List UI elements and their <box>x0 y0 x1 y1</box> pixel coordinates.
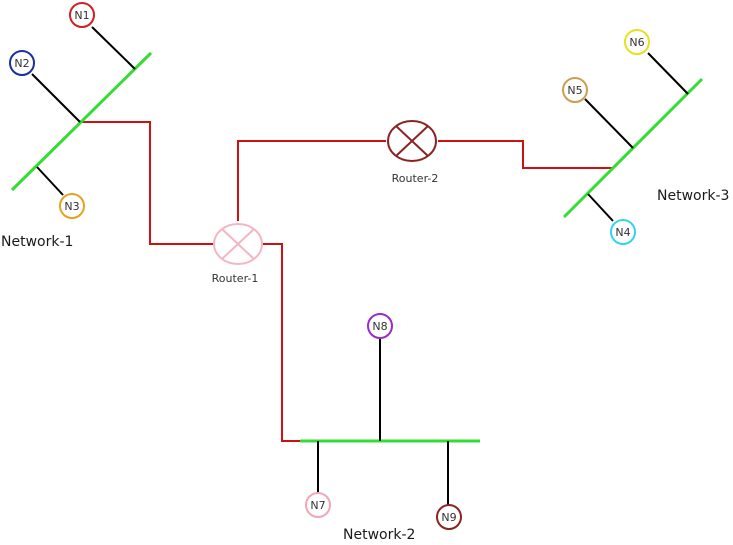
node-n5: N5 <box>562 77 588 103</box>
node-n3: N3 <box>59 193 85 219</box>
node-n7: N7 <box>305 492 331 518</box>
node-n8: N8 <box>367 313 393 339</box>
router-2: Router-2 <box>387 120 439 185</box>
node-n7-label: N7 <box>310 499 325 512</box>
router-2-icon <box>387 120 437 162</box>
node-n4-label: N4 <box>615 226 630 239</box>
node-n3-label: N3 <box>64 200 79 213</box>
node-n5-label: N5 <box>567 84 582 97</box>
link-network1-router1 <box>80 121 214 245</box>
node-n9-label: N9 <box>441 511 456 524</box>
node-n4: N4 <box>610 219 636 245</box>
stub-n6 <box>647 52 689 95</box>
network1-bus <box>10 51 153 192</box>
network-3-label: Network-3 <box>657 188 729 204</box>
network-1-label: Network-1 <box>1 234 73 250</box>
stubs <box>31 26 689 505</box>
router-1-icon <box>213 223 263 265</box>
stub-n5 <box>584 98 634 149</box>
links <box>80 121 612 442</box>
stub-n1 <box>91 26 136 70</box>
router-1-label: Router-1 <box>212 272 259 285</box>
link-router2-network3 <box>438 140 612 169</box>
router-2-label: Router-2 <box>392 172 439 185</box>
node-n1-label: N1 <box>74 9 89 22</box>
node-n6: N6 <box>624 29 650 55</box>
stub-n4 <box>587 193 614 222</box>
node-n2-label: N2 <box>14 57 29 70</box>
network-2-label: Network-2 <box>343 527 415 543</box>
link-router1-router2 <box>237 140 386 221</box>
node-n2: N2 <box>9 50 35 76</box>
node-n6-label: N6 <box>629 36 644 49</box>
link-router1-network2 <box>262 243 302 442</box>
stub-n3 <box>36 166 64 196</box>
node-n8-label: N8 <box>372 320 387 333</box>
router-1: Router-1 <box>212 223 263 285</box>
node-n1: N1 <box>69 2 95 28</box>
buses <box>10 51 704 443</box>
stub-n2 <box>31 73 81 123</box>
node-n9: N9 <box>436 504 462 530</box>
